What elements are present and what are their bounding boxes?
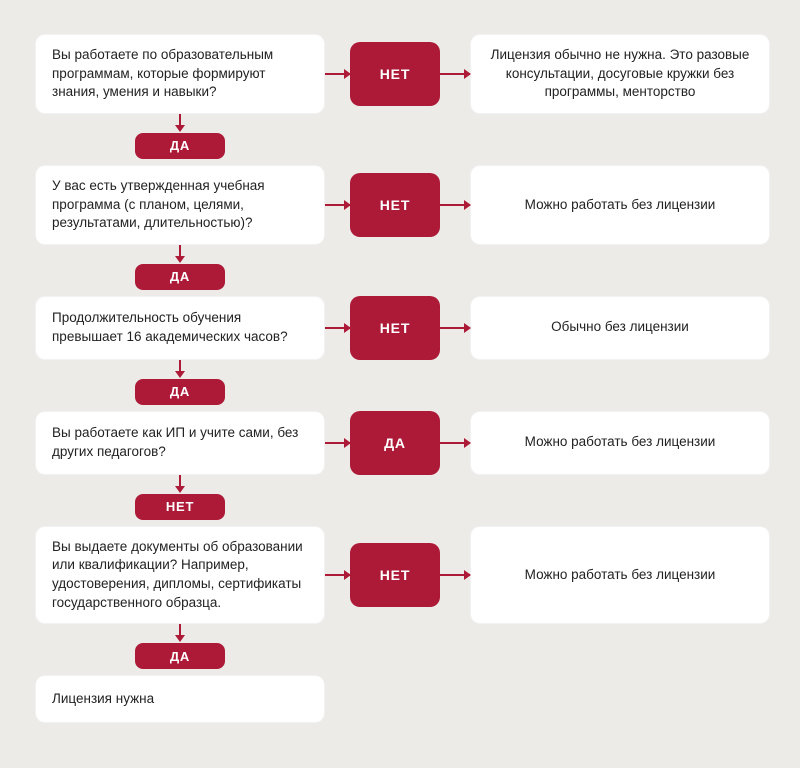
question-text: У вас есть утвержденная учебная программ… [52,177,265,231]
flow-connector: ДА [35,624,325,675]
answer-text: Можно работать без лицензии [524,566,716,582]
question-text: Вы работаете по образовательным программ… [52,47,274,100]
arrow-right-icon [325,203,350,206]
flow-connector: ДА [35,359,325,411]
question-box: Вы работаете как ИП и учите сами, без др… [35,410,325,475]
decision-label: НЕТ [379,65,411,82]
arrow-right-icon [440,574,470,576]
answer-box: Можно работать без лицензии [470,525,770,625]
arrow-down-icon [179,474,181,486]
flow-row: Вы работаете по образовательным программ… [0,34,800,114]
arrow-right-icon [325,72,350,75]
branch-tab: ДА [135,132,225,159]
question-box: Вы работаете по образовательным программ… [35,34,325,114]
final-text: Лицензия нужна [52,690,155,706]
branch-tab: ДА [135,263,225,290]
question-text: Вы выдаете документы об образовании или … [52,538,303,610]
flow-connector: ДА [35,244,325,296]
decision-box: НЕТ [350,295,440,360]
answer-box: Лицензия обычно не нужна. Это разовые ко… [470,34,770,114]
question-text: Вы работаете как ИП и учите сами, без др… [52,425,299,459]
question-box: У вас есть утвержденная учебная программ… [35,164,325,245]
arrow-down-icon [179,624,181,636]
decision-label: ДА [384,434,406,451]
branch-tab-label: ДА [169,138,191,154]
decision-box: НЕТ [350,41,440,106]
question-text: Продолжительность обучения превышает 16 … [52,310,288,344]
arrow-down-icon [179,244,181,256]
arrow-right-icon [325,574,350,576]
flow-row: У вас есть утвержденная учебная программ… [0,164,800,245]
arrow-right-icon [440,441,470,444]
branch-tab: ДА [135,378,225,405]
final-box: Лицензия нужна [35,675,325,724]
answer-box: Можно работать без лицензии [470,410,770,475]
arrow-right-icon [440,326,470,329]
branch-tab: ДА [135,643,225,670]
flow-connector: ДА [35,113,325,165]
flow-connector: НЕТ [35,474,325,526]
arrow-right-icon [440,72,470,75]
arrow-down-icon [179,113,181,125]
decision-box: НЕТ [350,543,440,607]
decision-label: НЕТ [379,319,411,336]
decision-label: НЕТ [379,196,411,213]
answer-text: Можно работать без лицензии [524,434,716,450]
branch-tab-label: ДА [169,269,191,285]
question-box: Вы выдаете документы об образовании или … [35,525,325,625]
answer-text: Можно работать без лицензии [524,196,716,212]
branch-tab-label: НЕТ [165,499,195,515]
flow-row: Вы работаете как ИП и учите сами, без др… [0,410,800,475]
decision-box: ДА [350,410,440,475]
arrow-right-icon [440,203,470,206]
flow-row: Продолжительность обучения превышает 16 … [0,295,800,360]
arrow-right-icon [325,441,350,444]
answer-text: Лицензия обычно не нужна. Это разовые ко… [490,47,750,100]
arrow-down-icon [179,359,181,371]
branch-tab-label: ДА [169,648,191,664]
answer-box: Обычно без лицензии [470,295,770,360]
decision-box: НЕТ [350,172,440,237]
question-box: Продолжительность обучения превышает 16 … [35,295,325,360]
arrow-right-icon [325,326,350,329]
branch-tab-label: ДА [169,384,191,400]
flow-row: Вы выдаете документы об образовании или … [0,525,800,625]
branch-tab: НЕТ [135,493,225,520]
answer-box: Можно работать без лицензии [470,164,770,245]
answer-text: Обычно без лицензии [551,319,689,335]
decision-label: НЕТ [379,567,411,583]
